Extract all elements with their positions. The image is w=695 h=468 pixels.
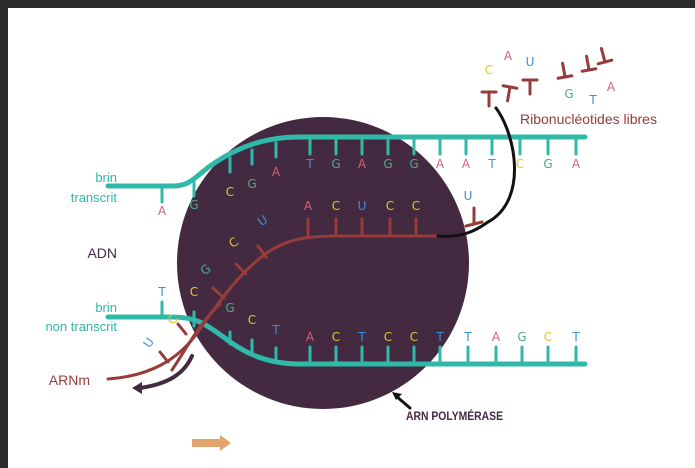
rna-polymerase-enzyme: [177, 117, 469, 409]
free-base-G: G: [564, 87, 573, 101]
rna-base-C: C: [332, 199, 340, 213]
rna-base-tick: [256, 244, 268, 259]
label-ribonucleotides-libres: Ribonucléotides libres: [520, 111, 657, 127]
free-ribonucleotide: [501, 84, 519, 103]
rna-base-tick: [234, 262, 248, 276]
free-base-A: A: [607, 80, 616, 94]
coding-base-T: T: [157, 285, 166, 299]
template-base-G: G: [409, 157, 418, 171]
free-base-A: A: [504, 49, 513, 63]
label-arn-polymerase: ARN POLYMÉRASE: [406, 408, 503, 423]
template-base-T: T: [487, 157, 496, 171]
coding-base-T: T: [463, 330, 472, 344]
free-ribonucleotide: [580, 54, 598, 73]
incoming-base-U: U: [464, 189, 473, 203]
rna-direction-arrowhead: [132, 382, 142, 394]
rna-direction-arrow: [138, 354, 194, 390]
label-adn: ADN: [87, 245, 117, 261]
coding-base-A: A: [492, 330, 501, 344]
free-ribonucleotide: [556, 61, 574, 80]
rna-base-A: A: [304, 199, 313, 213]
nucleotide-supply-arrow: [436, 106, 516, 238]
free-ribonucleotide: [521, 78, 539, 96]
template-base-T: T: [305, 157, 314, 171]
template-strand: [105, 134, 588, 189]
template-base-G: G: [189, 198, 198, 212]
rna-base-tick: [158, 350, 170, 364]
polymerase-pointer-head: [392, 392, 402, 400]
rna-base-tick: [211, 286, 226, 300]
label-brin-transcrit-line1: brin: [95, 170, 117, 185]
transcription-direction-arrow: [192, 435, 231, 451]
coding-base-T: T: [271, 323, 280, 337]
mrna-strand: [106, 234, 438, 381]
template-base-G: G: [331, 157, 340, 171]
coding-base-C: C: [410, 330, 418, 344]
label-brin-non-transcrit-line1: brin: [95, 300, 117, 315]
coding-base-T: T: [435, 330, 444, 344]
base-ticks: [158, 46, 614, 366]
rna-base-U: U: [358, 199, 367, 213]
coding-base-C: C: [384, 330, 392, 344]
template-base-G: G: [247, 177, 256, 191]
label-brin-non-transcrit-line2: non transcrit: [45, 319, 117, 334]
mrna-strand-upper-branch: [170, 302, 222, 372]
template-base-A: A: [158, 204, 167, 218]
coding-base-C: C: [544, 330, 552, 344]
coding-base-A: A: [306, 330, 315, 344]
free-base-U: U: [526, 55, 535, 69]
rna-base-tick: [176, 322, 188, 336]
coding-base-T: T: [357, 330, 366, 344]
label-arnm: ARNm: [49, 372, 90, 388]
rna-base-U: U: [140, 335, 157, 350]
coding-base-G: G: [517, 330, 526, 344]
template-base-C: C: [516, 157, 524, 171]
template-base-A: A: [436, 157, 445, 171]
free-ribonucleotide: [596, 46, 614, 66]
template-base-G: G: [543, 157, 552, 171]
label-brin-transcrit-line2: transcrit: [71, 190, 118, 205]
template-base-G: G: [383, 157, 392, 171]
coding-base-T: T: [571, 330, 580, 344]
template-base-A: A: [572, 157, 581, 171]
free-base-C: C: [485, 63, 493, 77]
template-base-A: A: [358, 157, 367, 171]
rna-base-C: C: [412, 199, 420, 213]
template-base-C: C: [226, 185, 234, 199]
coding-base-C: C: [332, 330, 340, 344]
free-base-T: T: [588, 93, 597, 107]
template-base-A: A: [462, 157, 471, 171]
coding-base-C: C: [190, 285, 198, 299]
coding-strand: [105, 314, 588, 367]
polymerase-pointer-line: [394, 394, 412, 410]
free-ribonucleotide: [480, 90, 498, 108]
coding-base-G: G: [225, 301, 234, 315]
template-base-A: A: [272, 165, 281, 179]
coding-base-C: C: [248, 313, 256, 327]
rna-base-C: C: [386, 199, 394, 213]
